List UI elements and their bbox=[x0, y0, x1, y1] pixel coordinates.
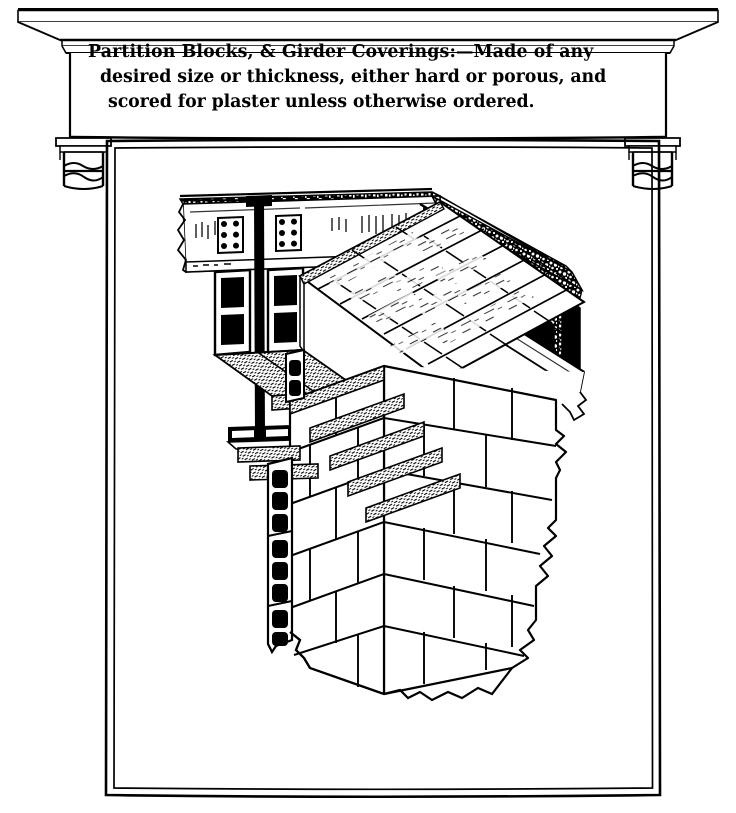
wall-head-cut-strips bbox=[237, 364, 461, 524]
illustration-panel-frame bbox=[104, 138, 662, 799]
corbel-bracket-left bbox=[55, 137, 112, 190]
girder-covering-block bbox=[213, 266, 305, 357]
broken-edge-bottom bbox=[267, 631, 513, 702]
cornice bbox=[17, 8, 719, 54]
partition-block-wall-front bbox=[382, 364, 584, 696]
illustration bbox=[176, 187, 588, 702]
floor-slab-top-band bbox=[178, 187, 573, 273]
beam-connection-plates bbox=[217, 213, 302, 255]
floor-arch-tile bbox=[298, 200, 586, 382]
caption-band bbox=[68, 53, 668, 140]
